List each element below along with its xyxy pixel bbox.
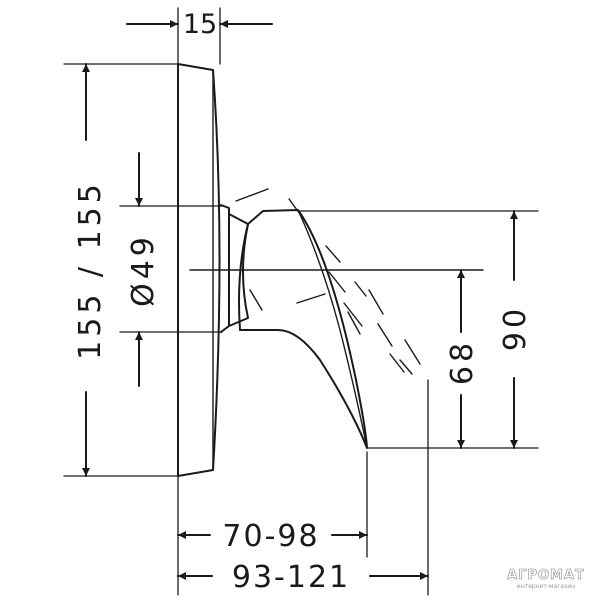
mixer-handle (238, 209, 368, 449)
handle-rotation-dashes (235, 188, 421, 375)
label-handle-axis: 68 (445, 339, 480, 385)
label-handle-height: 90 (498, 305, 533, 351)
label-diameter: Ø49 (126, 233, 161, 307)
watermark-brand: АГРОМАТ (507, 568, 585, 583)
watermark-logo: АГРОМАТ интернет-магазин (507, 568, 585, 590)
label-projection-long: 93-121 (232, 560, 350, 595)
label-top-width: 15 (183, 9, 217, 40)
mixer-body (220, 204, 230, 333)
handle-inner-contour (297, 209, 368, 449)
label-projection-short: 70-98 (222, 519, 319, 554)
watermark-subtitle: интернет-магазин (517, 583, 575, 590)
label-plate-height: 155 / 155 (73, 180, 108, 360)
